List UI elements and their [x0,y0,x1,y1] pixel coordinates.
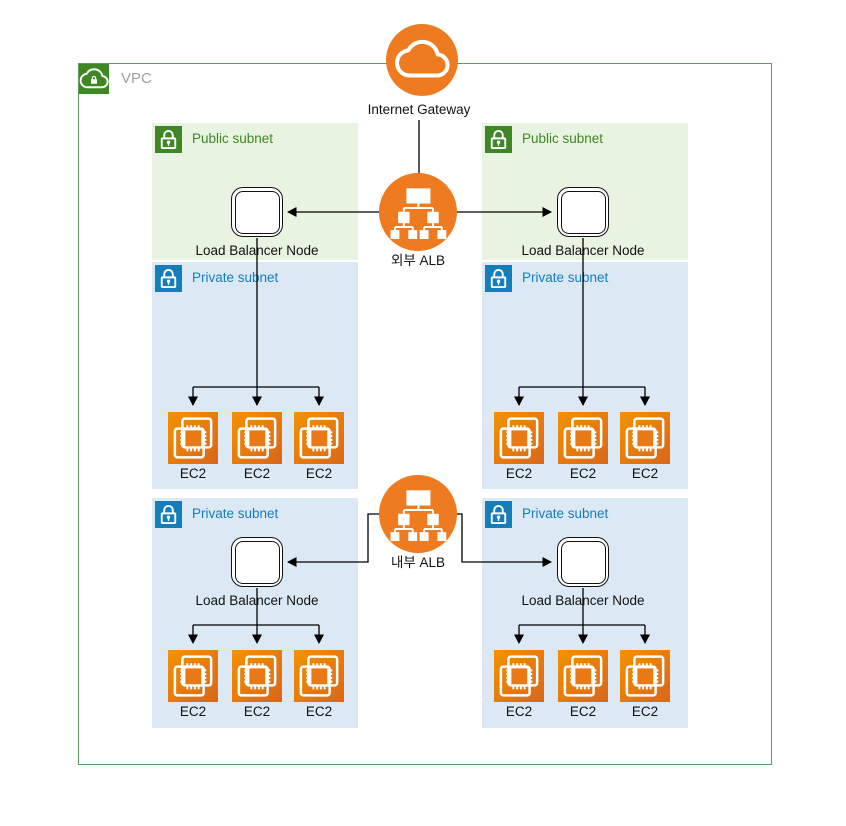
ec2-instance-chip-icon [620,650,670,702]
ec2-instance-chip-icon [620,412,670,464]
internal-alb-node [379,475,457,553]
ec2-label: EC2 [179,704,207,719]
private-subnet-label: Private subnet [522,506,609,521]
load-balancer-node-label: Load Balancer Node [521,243,645,258]
ec2-instance-chip-icon [294,650,344,702]
ec2-instance-chip-icon [494,412,544,464]
internal-alb-label: 내부 ALB [390,555,446,570]
internet-gateway-cloud-icon [394,32,450,88]
ec2-label: EC2 [631,704,659,719]
private-subnet-label: Private subnet [192,506,279,521]
load-balancer-node-top-right [557,187,609,237]
ec2-instance-chip-icon [232,650,282,702]
load-balancer-node-label: Load Balancer Node [521,593,645,608]
private-subnet-lock-icon [485,501,512,528]
alb-node-tree-icon [388,484,449,545]
ec2-label: EC2 [505,466,533,481]
load-balancer-node-shape [234,190,280,234]
ec2-label: EC2 [631,466,659,481]
load-balancer-node-bottom-right [557,537,609,587]
private-subnet-lock-icon [155,265,182,292]
ec2-label: EC2 [569,704,597,719]
load-balancer-node-label: Load Balancer Node [195,243,319,258]
load-balancer-node-label: Load Balancer Node [195,593,319,608]
ec2-label: EC2 [505,704,533,719]
private-subnet-lock-icon [155,501,182,528]
private-subnet-lock-icon [485,265,512,292]
ec2-instance-chip-icon [168,650,218,702]
ec2-label: EC2 [243,704,271,719]
ec2-label: EC2 [243,466,271,481]
public-subnet-label: Public subnet [192,131,274,146]
vpc-cloud-lock-icon [79,64,109,94]
private-subnet-label: Private subnet [522,270,609,285]
load-balancer-node-shape [560,540,606,584]
ec2-instance-chip-icon [494,650,544,702]
external-alb-label: 외부 ALB [390,253,446,268]
external-alb-node [379,173,457,251]
public-subnet-lock-icon [155,126,182,153]
ec2-label: EC2 [305,466,333,481]
internet-gateway-label: Internet Gateway [367,102,471,117]
load-balancer-node-top-left [231,187,283,237]
ec2-instance-chip-icon [558,412,608,464]
ec2-instance-chip-icon [558,650,608,702]
vpc-label: VPC [121,70,152,87]
private-subnet-label: Private subnet [192,270,279,285]
public-subnet-label: Public subnet [522,131,604,146]
ec2-instance-chip-icon [294,412,344,464]
load-balancer-node-shape [234,540,280,584]
ec2-label: EC2 [569,466,597,481]
ec2-instance-chip-icon [232,412,282,464]
ec2-label: EC2 [305,704,333,719]
load-balancer-node-bottom-left [231,537,283,587]
ec2-instance-chip-icon [168,412,218,464]
internet-gateway-node [386,24,458,96]
alb-node-tree-icon [388,182,449,243]
public-subnet-lock-icon [485,126,512,153]
load-balancer-node-shape [560,190,606,234]
ec2-label: EC2 [179,466,207,481]
